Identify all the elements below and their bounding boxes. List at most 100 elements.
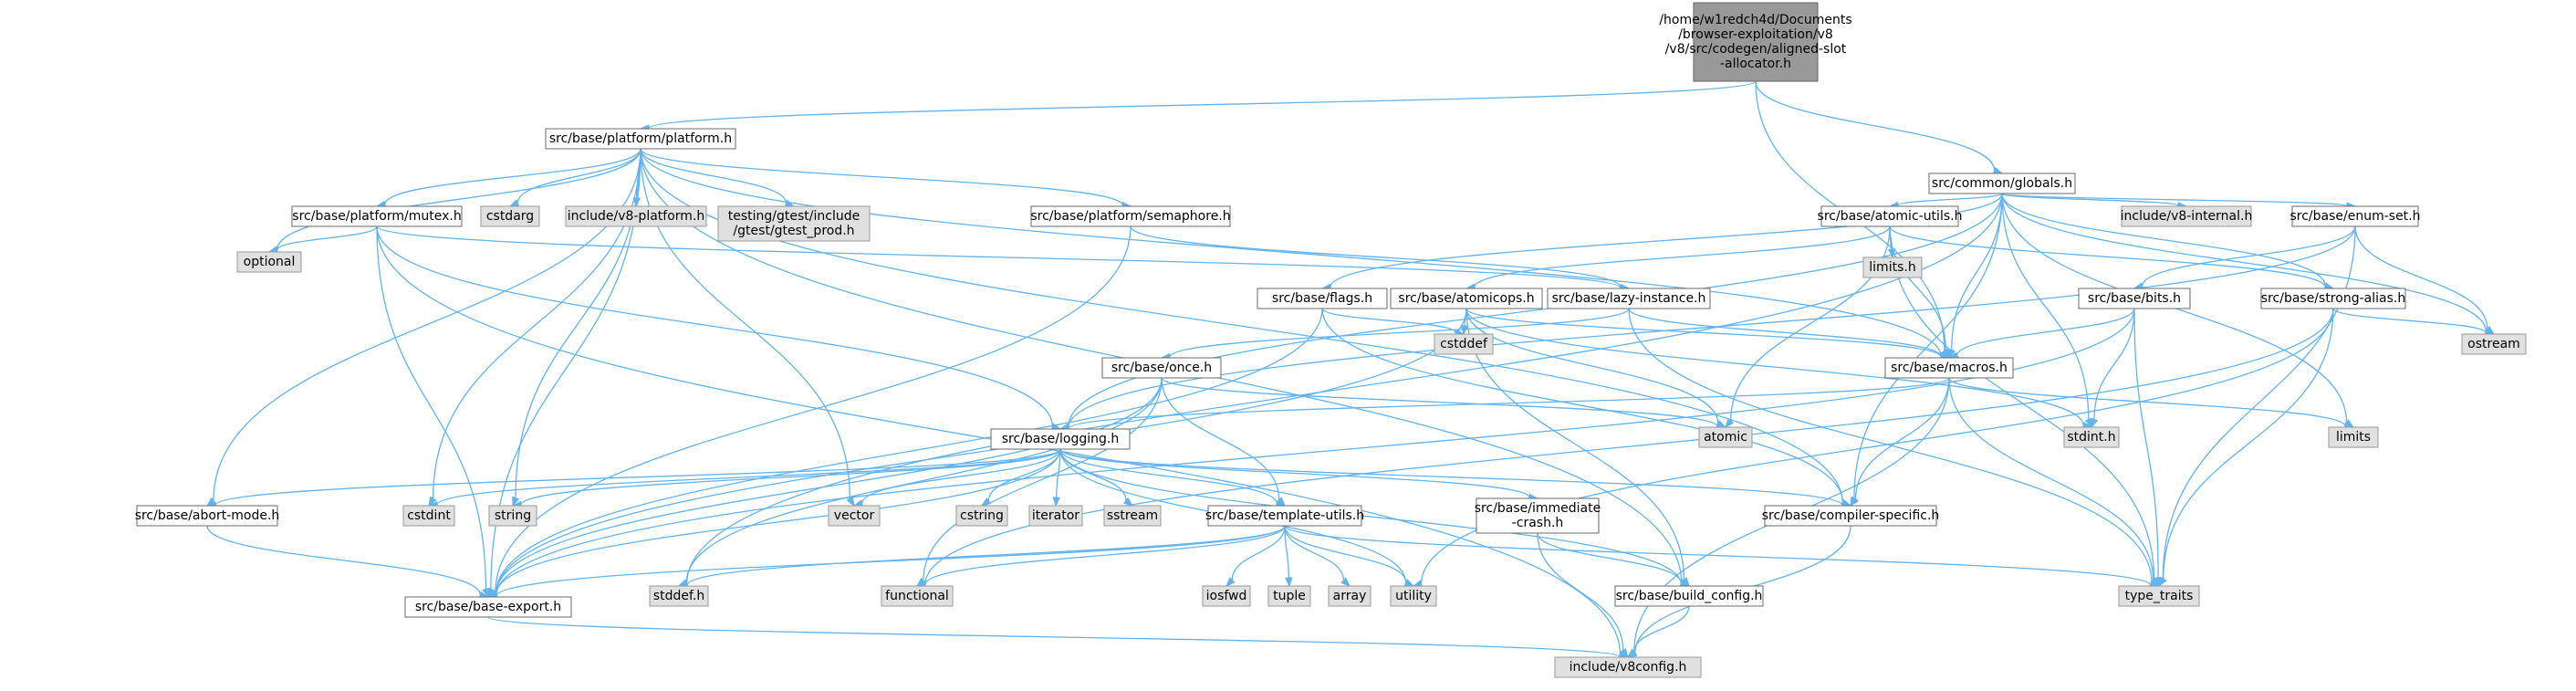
node-immediate[interactable]: src/base/immediate-crash.h: [1475, 497, 1601, 534]
node-label-cstdarg-0: cstdarg: [486, 209, 534, 224]
edge-templateutils-to-utility: [1284, 525, 1407, 583]
node-typetraits[interactable]: type_traits: [2118, 585, 2200, 607]
node-functional[interactable]: functional: [881, 585, 954, 607]
node-gtest[interactable]: testing/gtest/include/gtest/gtest_prod.h: [717, 205, 871, 242]
node-box-ostream: [2461, 333, 2527, 355]
node-optional[interactable]: optional: [236, 251, 302, 273]
node-label-v8platform-0: include/v8-platform.h: [568, 209, 705, 224]
node-mutex[interactable]: src/base/platform/mutex.h: [291, 205, 463, 227]
node-once[interactable]: src/base/once.h: [1101, 357, 1222, 379]
edge-strongalias-to-utility: [1420, 308, 2334, 584]
node-atomicops[interactable]: src/base/atomicops.h: [1390, 288, 1543, 309]
edge-globals-to-ostream: [2001, 193, 2487, 332]
edge-atomicutils-to-atomicops: [1474, 225, 1891, 288]
node-templateutils[interactable]: src/base/template-utils.h: [1205, 505, 1364, 527]
node-box-logging: [990, 428, 1131, 450]
node-box-cstddef: [1434, 333, 1494, 355]
edge-templateutils-to-typetraits: [1284, 525, 2152, 586]
arrowhead-platform-to-cstdint: [428, 496, 437, 508]
edge-strongalias-to-ostream: [2332, 308, 2487, 334]
node-label-cstring-0: cstring: [960, 508, 1004, 523]
node-box-functional: [881, 585, 954, 607]
edge-logging-to-iterator: [1056, 448, 1061, 498]
node-label-lazy-0: src/base/lazy-instance.h: [1552, 291, 1706, 306]
node-atomicutils[interactable]: src/base/atomic-utils.h: [1818, 205, 1963, 227]
edge-bits-to-baseexport: [495, 308, 2135, 596]
node-cstdint[interactable]: cstdint: [402, 505, 455, 527]
node-label-vector-0: vector: [834, 508, 875, 523]
node-iterator[interactable]: iterator: [1028, 505, 1083, 527]
node-label-immediate-0: src/base/immediate: [1475, 501, 1601, 516]
node-sstream[interactable]: sstream: [1103, 505, 1162, 527]
node-lazy[interactable]: src/base/lazy-instance.h: [1547, 288, 1711, 309]
node-v8internal[interactable]: include/v8-internal.h: [2121, 205, 2253, 227]
node-bits[interactable]: src/base/bits.h: [2078, 288, 2191, 309]
edge-platform-to-cstdint: [432, 148, 641, 499]
node-label-semaphore-0: src/base/platform/semaphore.h: [1030, 209, 1230, 224]
node-tuple[interactable]: tuple: [1267, 585, 1311, 607]
node-platform[interactable]: src/base/platform/platform.h: [545, 128, 736, 150]
node-limits[interactable]: limits: [2328, 426, 2379, 448]
node-box-v8platform: [565, 205, 707, 227]
edge-once-to-stddefh: [685, 377, 1163, 583]
edge-templateutils-to-stddefh: [686, 525, 1286, 586]
node-compiler[interactable]: src/base/compiler-specific.h: [1762, 505, 1940, 527]
node-label-functional-0: functional: [885, 589, 949, 603]
edge-buildconfig-to-v8config: [1633, 605, 1690, 653]
node-label-atomicutils-0: src/base/atomic-utils.h: [1818, 209, 1963, 224]
node-box-atomicutils: [1820, 205, 1959, 227]
arrowhead-templateutils-to-tuple: [1285, 577, 1293, 588]
node-buildconfig[interactable]: src/base/build_config.h: [1614, 585, 1764, 607]
node-root[interactable]: /home/w1redch4d/Documents/browser-exploi…: [1659, 2, 1852, 82]
node-macros[interactable]: src/base/macros.h: [1884, 357, 2014, 379]
node-atomic[interactable]: atomic: [1698, 426, 1753, 448]
node-utility[interactable]: utility: [1390, 585, 1437, 607]
edge-logging-to-cstdint: [436, 448, 1061, 506]
node-strongalias[interactable]: src/base/strong-alias.h: [2260, 288, 2406, 309]
node-label-tuple-0: tuple: [1273, 589, 1306, 603]
node-limitsh[interactable]: limits.h: [1862, 257, 1923, 278]
node-abortmode[interactable]: src/base/abort-mode.h: [135, 505, 280, 527]
edge-logging-to-vector: [861, 448, 1061, 504]
edge-macros-to-typetraits: [1948, 377, 2154, 581]
edge-mutex-to-lazy: [376, 225, 1622, 289]
node-logging[interactable]: src/base/logging.h: [990, 428, 1131, 450]
edge-lazy-to-macros: [1628, 308, 1942, 357]
node-flags[interactable]: src/base/flags.h: [1257, 288, 1388, 309]
node-ostream[interactable]: ostream: [2461, 333, 2527, 355]
node-cstring[interactable]: cstring: [955, 505, 1008, 527]
node-semaphore[interactable]: src/base/platform/semaphore.h: [1030, 205, 1231, 227]
node-globals[interactable]: src/common/globals.h: [1928, 173, 2076, 194]
node-cstddef[interactable]: cstddef: [1434, 333, 1494, 355]
node-cstdarg[interactable]: cstdarg: [480, 205, 540, 227]
arrowhead-templateutils-to-iosfwd: [1225, 577, 1236, 587]
node-box-gtest: [717, 205, 871, 242]
node-baseexport[interactable]: src/base/base-export.h: [404, 596, 572, 618]
node-iosfwd[interactable]: iosfwd: [1202, 585, 1251, 607]
node-box-utility: [1390, 585, 1437, 607]
node-label-v8internal-0: include/v8-internal.h: [2121, 209, 2253, 224]
node-box-v8config: [1554, 656, 1702, 678]
node-stddefh[interactable]: stddef.h: [649, 585, 709, 607]
node-v8config[interactable]: include/v8config.h: [1554, 656, 1702, 678]
edge-atomicops-to-buildconfig: [1465, 308, 1685, 580]
node-box-array: [1328, 585, 1371, 607]
node-vector[interactable]: vector: [828, 505, 881, 527]
edge-baseexport-to-v8config: [487, 616, 1621, 658]
edge-globals-to-atomicutils: [1897, 193, 2003, 206]
edge-globals-to-logging: [1068, 193, 2003, 427]
node-box-tuple: [1267, 585, 1311, 607]
node-enumset[interactable]: src/base/enum-set.h: [2289, 205, 2421, 227]
edge-mutex-to-optional: [276, 225, 378, 251]
node-stdinth[interactable]: stdint.h: [2063, 426, 2120, 448]
edge-atomicops-to-stdinth: [1465, 308, 2084, 426]
node-label-stdinth-0: stdint.h: [2067, 430, 2115, 445]
node-label-platform-0: src/base/platform/platform.h: [549, 131, 732, 146]
node-string[interactable]: string: [488, 505, 537, 527]
node-v8platform[interactable]: include/v8-platform.h: [565, 205, 707, 227]
node-array[interactable]: array: [1328, 585, 1371, 607]
edge-immediate-to-v8config: [1537, 532, 1624, 651]
edge-platform-to-mutex: [384, 148, 641, 205]
arrowhead-atomicutils-to-atomic: [1725, 417, 1735, 429]
